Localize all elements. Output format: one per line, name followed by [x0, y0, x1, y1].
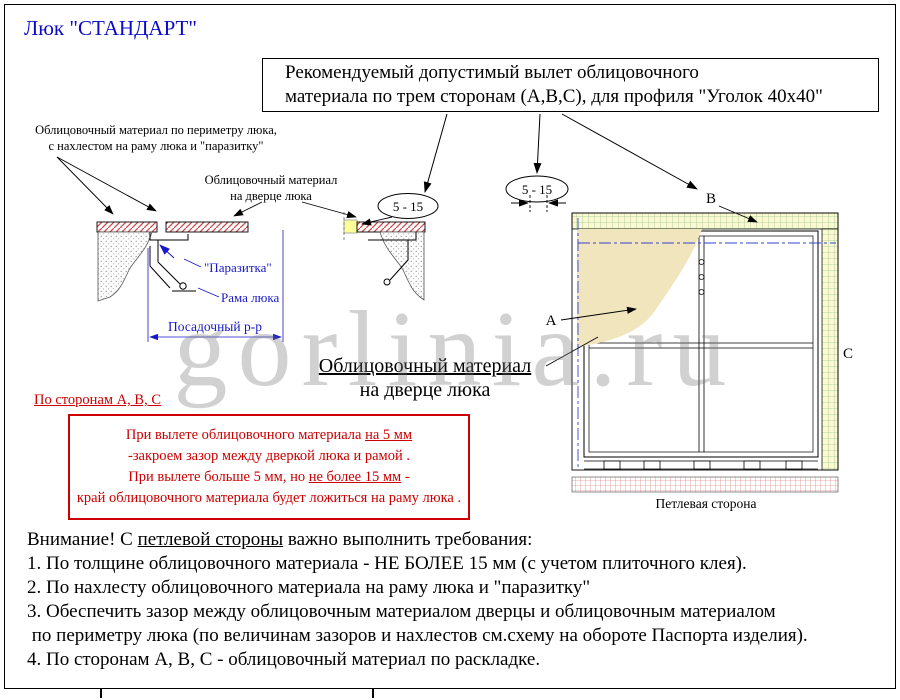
red-note-line1: При вылете облицовочного материала на 5 …: [74, 425, 464, 446]
recommendation-line1: Рекомендуемый допустимый вылет облицовоч…: [285, 62, 699, 83]
annotation-door-line2: на дверце люка: [230, 189, 312, 203]
requirements-intro-pre: Внимание! С: [27, 529, 138, 550]
requirement-item-4: 4. По сторонам А, В, С - облицовочный ма…: [27, 649, 541, 670]
tile-strip-door: [165, 221, 249, 233]
front-view: А В С Петлевая сторона: [546, 191, 853, 511]
recommendation-box: Рекомендуемый допустимый вылет облицовоч…: [262, 58, 879, 112]
seat-dimension: [147, 230, 284, 342]
hatch-outer-frame: [571, 212, 839, 471]
parasitka-label: "Паразитка": [204, 260, 272, 275]
annotation-door-material: Облицовочный материал на дверце люка: [182, 172, 360, 204]
annotation-perimeter-line2: с нахлестом на раму люка и "паразитку": [48, 139, 264, 153]
wall-stipple: [97, 231, 153, 302]
door-material-callout-line2: на дверце люка: [359, 379, 491, 401]
door-material-leader: [545, 336, 599, 367]
red-note-line4: край облицовочного материала будет ложит…: [76, 490, 462, 506]
side-a-label: А: [546, 313, 557, 329]
requirements-intro-underlined: петлевой стороны: [137, 529, 284, 550]
red-note-box: При вылете облицовочного материала на 5 …: [68, 414, 470, 520]
red-note-line3-underlined: не более 15 мм: [308, 469, 402, 485]
gap-arrow: [159, 244, 175, 259]
cross-section-left: "Паразитка" Рама люка Посадочный р-р: [96, 221, 284, 342]
page-border: [4, 4, 896, 689]
dim-ellipse-right: [505, 175, 569, 203]
header-leader-arrows: [423, 113, 698, 193]
red-note-title: По сторонам А, В, С: [34, 392, 161, 408]
annotation-leader-arrows: [56, 156, 357, 219]
dim-left-label: 5 - 15: [393, 199, 423, 214]
tile-band-bottom: [571, 476, 839, 493]
red-note-line3-post: -: [401, 469, 410, 485]
cross-section-middle: 5 - 15: [343, 193, 439, 301]
side-b-label: В: [706, 191, 716, 207]
requirements-block: Внимание! С петлевой стороны важно выпол…: [27, 528, 808, 672]
tile-band-right: [821, 228, 839, 471]
door-screws: [698, 259, 705, 295]
requirement-item-3: 3. Обеспечить зазор между облицовочным м…: [27, 601, 776, 622]
door-material-callout: Облицовочный материал на дверце люка: [296, 354, 554, 402]
requirement-item-2: 2. По нахлесту облицовочного материала н…: [27, 577, 591, 598]
annotation-door-line1: Облицовочный материал: [204, 173, 338, 187]
red-note-line2: -закроем зазор между дверкой люка и рамо…: [128, 448, 410, 464]
centerlines: [577, 218, 836, 468]
requirements-intro-post: важно выполнить требования:: [283, 529, 533, 550]
border-tick: [372, 688, 374, 698]
requirement-item-1: 1. По толщине облицовочного материала - …: [27, 553, 747, 574]
hinge-side-label: Петлевая сторона: [656, 496, 757, 511]
dim-ellipse-left: [377, 193, 439, 219]
hatch-frame-profile-2: [368, 232, 417, 286]
border-tick: [100, 688, 102, 698]
side-c-label: С: [843, 346, 853, 362]
tile-strip-door-2: [356, 221, 426, 233]
overhang-highlight: [343, 219, 358, 234]
recommendation-line2: материала по трем сторонам (А,В,С), для …: [285, 86, 823, 107]
parasitka-leader: [183, 258, 202, 268]
side-b-arrow: [718, 205, 758, 223]
requirement-item-3-cont: по периметру люка (по величинам зазоров …: [27, 625, 808, 646]
red-note-line1-underlined: на 5 мм: [365, 427, 413, 443]
door-mullion-rail: [589, 236, 813, 452]
door-material-highlight: [577, 229, 702, 347]
annotation-perimeter-line1: Облицовочный материал по периметру люка,: [35, 123, 277, 137]
annotation-perimeter-material: Облицовочный материал по периметру люка,…: [34, 122, 278, 154]
dim-right-label: 5 - 15: [522, 182, 552, 197]
hinge-strip: [584, 460, 818, 470]
red-note-line3-pre: При вылете больше 5 мм, но: [128, 469, 309, 485]
dim-right-arrows: [511, 195, 566, 212]
page-title: Люк "СТАНДАРТ": [24, 16, 197, 40]
frame-label: Рама люка: [221, 290, 279, 305]
hatch-frame-profile: [149, 232, 196, 292]
red-note-line1-pre: При вылете облицовочного материала: [125, 427, 366, 443]
red-note-line3: При вылете больше 5 мм, но не более 15 м…: [74, 467, 464, 488]
tile-band-top: [571, 212, 839, 230]
requirements-intro: Внимание! С петлевой стороны важно выпол…: [27, 528, 808, 552]
tile-strip-wall: [96, 221, 158, 233]
dim-left-pointer: [361, 216, 393, 226]
door-material-callout-line1: Облицовочный материал: [318, 355, 532, 377]
frame-leader: [197, 287, 220, 298]
dim-group-right: 5 - 15: [505, 175, 569, 212]
side-a-arrow: [560, 306, 637, 321]
seat-size-label: Посадочный р-р: [168, 319, 262, 334]
